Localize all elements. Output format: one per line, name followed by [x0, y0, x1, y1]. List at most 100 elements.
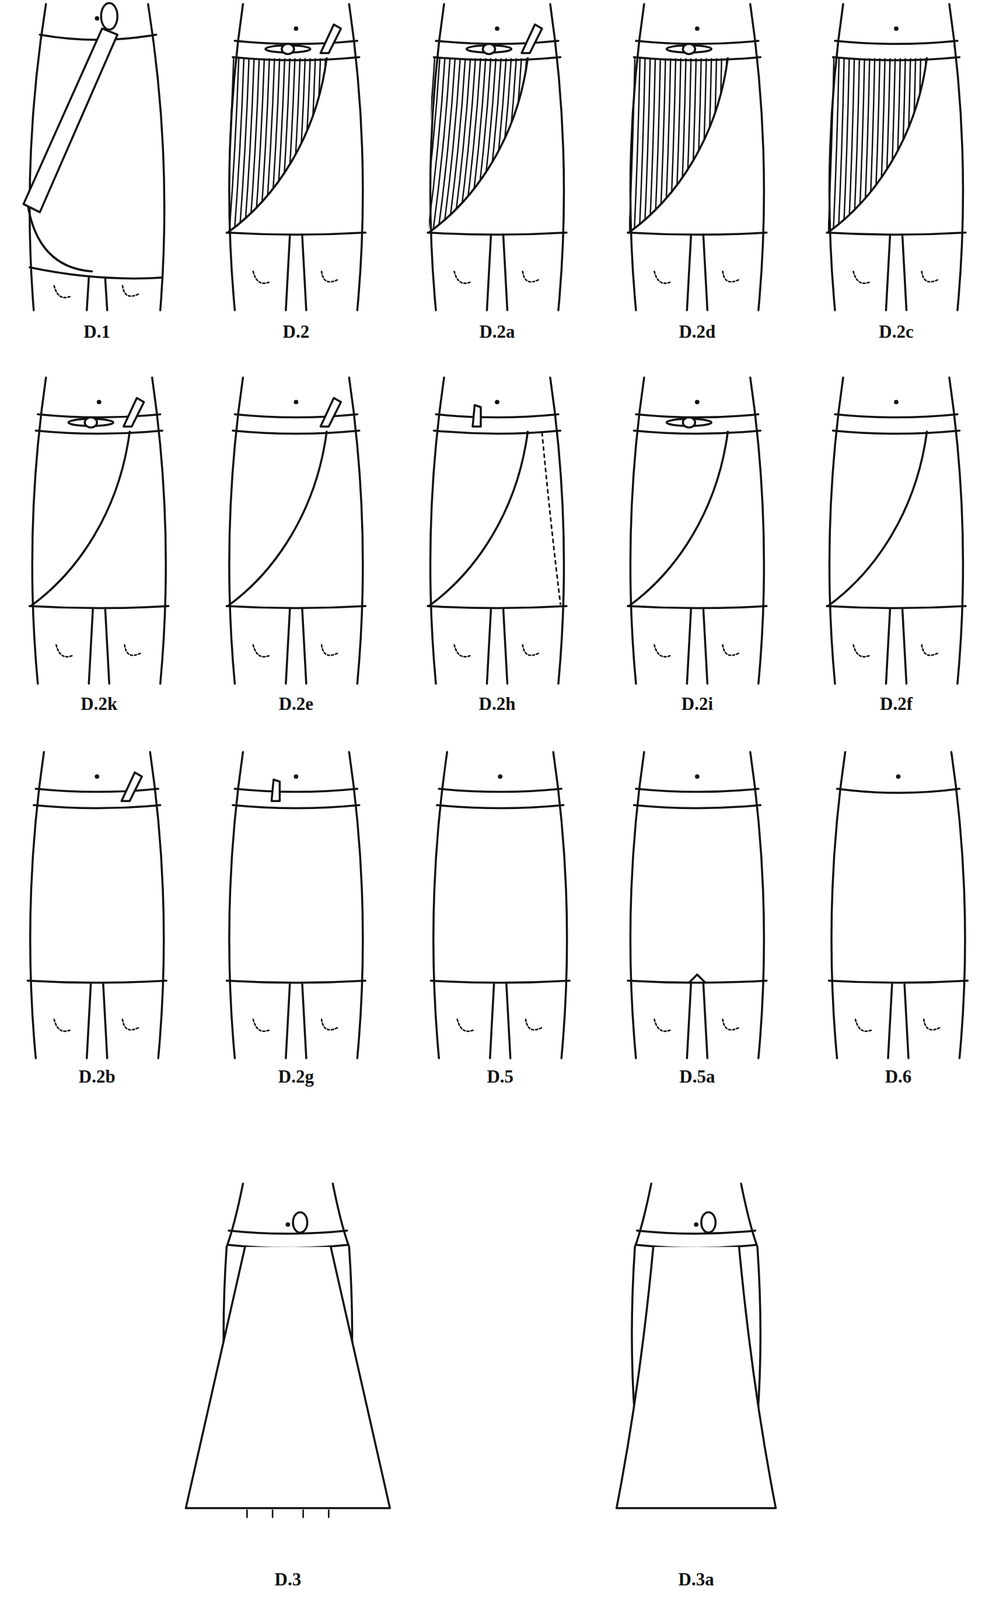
body-outline [630, 752, 645, 1059]
pleat-line [233, 54, 244, 241]
pleat-line [843, 54, 849, 241]
leg-line [703, 234, 708, 310]
knee-mark [321, 645, 338, 656]
knee-mark [923, 1019, 940, 1031]
waistband [228, 1231, 348, 1235]
waistband [633, 805, 761, 809]
pleat-line [269, 54, 280, 241]
pleat-line [502, 54, 522, 241]
knee-mark [522, 645, 540, 656]
pleat-line [305, 54, 316, 241]
figure-label: D.3a [678, 1569, 715, 1591]
pleat-line [674, 54, 681, 241]
pleat-line [874, 54, 880, 241]
pleat-line [487, 54, 506, 241]
navel-dot [96, 399, 102, 405]
pleat-hatching [822, 54, 931, 241]
waistband [437, 805, 564, 809]
belt-tab [472, 404, 481, 427]
knee-mark [855, 1019, 873, 1032]
leg-line [502, 608, 508, 684]
pleat-line [690, 54, 697, 241]
pleat-line [914, 54, 921, 241]
leg-line [86, 277, 89, 311]
kilt-figure [226, 752, 366, 1059]
waistband [438, 788, 562, 792]
kilt-figure [430, 752, 570, 1059]
knee-mark [122, 1019, 139, 1031]
figure-label: D.2k [80, 693, 118, 715]
sash-loop [100, 2, 118, 30]
body-outline [152, 377, 167, 684]
leg-line [703, 983, 708, 1059]
pleat-line [254, 54, 265, 241]
kilt-figure [29, 377, 169, 684]
pleat-hatching [411, 54, 532, 241]
waistband [234, 788, 358, 792]
body-outline [149, 752, 164, 1059]
body-outline [550, 377, 565, 684]
kilt-figure [411, 4, 567, 311]
waistband [37, 414, 161, 418]
kilt-hem [427, 232, 567, 235]
knee-mark [722, 1019, 740, 1031]
knee-mark [124, 645, 141, 656]
leg-line [686, 608, 691, 684]
pleat-line [833, 54, 840, 241]
leg-line [302, 608, 307, 684]
waistband [234, 40, 358, 44]
body-outline [229, 377, 244, 684]
leg-line [686, 234, 691, 310]
kilt-figure [627, 377, 767, 684]
figure-label: D.5 [486, 1066, 514, 1088]
waistband [833, 430, 960, 434]
kilt-hem [427, 606, 567, 608]
knee-mark [525, 1019, 543, 1031]
pleat-line [228, 54, 239, 241]
pleat-line [310, 54, 321, 241]
belt-knot [84, 417, 97, 428]
leg-line [86, 983, 92, 1059]
figure-label: D.2e [278, 693, 314, 715]
knee-mark [921, 645, 939, 656]
leg-line [285, 608, 290, 684]
leg-line [904, 983, 909, 1059]
leg-line [302, 234, 307, 310]
knee-mark [457, 1019, 475, 1032]
leg-line [886, 608, 891, 684]
waistband [232, 430, 360, 434]
wrap-edge [27, 204, 92, 272]
body-outline [949, 4, 964, 311]
kilt-hem [29, 267, 163, 279]
knee-mark [722, 271, 740, 282]
navel-dot [294, 26, 299, 31]
belt-tab [320, 24, 341, 54]
kilt-figure [226, 377, 366, 684]
belt-tab [521, 24, 543, 54]
figure-label: D.2b [78, 1066, 116, 1088]
body-outline [348, 4, 363, 311]
leg-line [285, 983, 290, 1059]
body-outline [831, 752, 846, 1059]
navel-dot [285, 1222, 291, 1228]
kilt-figure [623, 4, 767, 311]
kilt-hem [627, 606, 767, 608]
knee-mark [253, 645, 271, 658]
leg-line [487, 608, 492, 684]
body-outline [829, 377, 844, 684]
pleat-line [238, 54, 249, 241]
belt-knot [483, 43, 496, 54]
pleat-line [904, 54, 911, 241]
knee-mark [321, 1019, 338, 1031]
kilt-notch [689, 974, 706, 984]
hem-tick [327, 1510, 330, 1518]
wrap-edge [827, 58, 928, 233]
pleat-line [868, 54, 875, 241]
waistband [435, 40, 559, 44]
pleat-line [664, 54, 671, 241]
pleat-line [623, 54, 630, 241]
kilt-hem [627, 232, 767, 235]
kilt-hem [29, 606, 169, 608]
leg-line [888, 983, 893, 1059]
